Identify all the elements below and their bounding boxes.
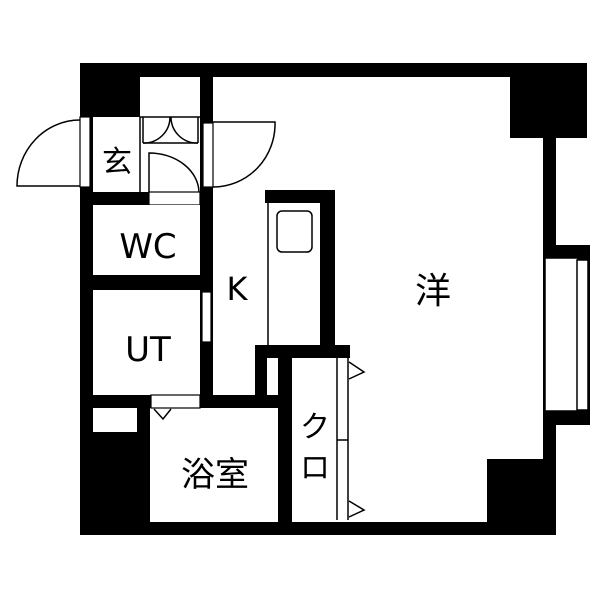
- closet-doors[interactable]: [336, 358, 366, 520]
- bath-door[interactable]: [150, 394, 201, 409]
- label-closet-1: ク: [300, 410, 330, 445]
- utility-room: [93, 290, 200, 395]
- label-toilet: WC: [119, 227, 176, 267]
- sink-icon: [276, 210, 313, 253]
- entrance-door[interactable]: [16, 116, 91, 188]
- toilet-room: [93, 205, 200, 275]
- pillar-top-right: [510, 77, 543, 138]
- label-western-room: 洋: [415, 271, 451, 312]
- bath-room: [150, 408, 278, 522]
- pillar-bottom-right: [487, 459, 543, 522]
- label-utility: UT: [125, 330, 171, 370]
- window: [544, 257, 589, 412]
- bath-top-wall: [200, 395, 292, 408]
- wc-door[interactable]: [148, 191, 201, 206]
- closet-wall: [255, 345, 350, 358]
- closet-wall-left: [278, 358, 292, 528]
- label-entrance: 玄: [102, 145, 132, 180]
- wall-segment: [255, 345, 267, 400]
- label-closet-2: ロ: [300, 451, 330, 486]
- bath-door-marker: [153, 408, 172, 421]
- room-door[interactable]: [148, 121, 276, 193]
- shoe-cabinet-doors: [142, 116, 199, 144]
- label-kitchen: K: [227, 270, 249, 308]
- entrance-floor: [93, 117, 140, 192]
- kitchen-counter: [265, 190, 335, 350]
- niche: [93, 408, 137, 432]
- utility-door[interactable]: [201, 291, 212, 343]
- label-bath: 浴室: [181, 455, 249, 495]
